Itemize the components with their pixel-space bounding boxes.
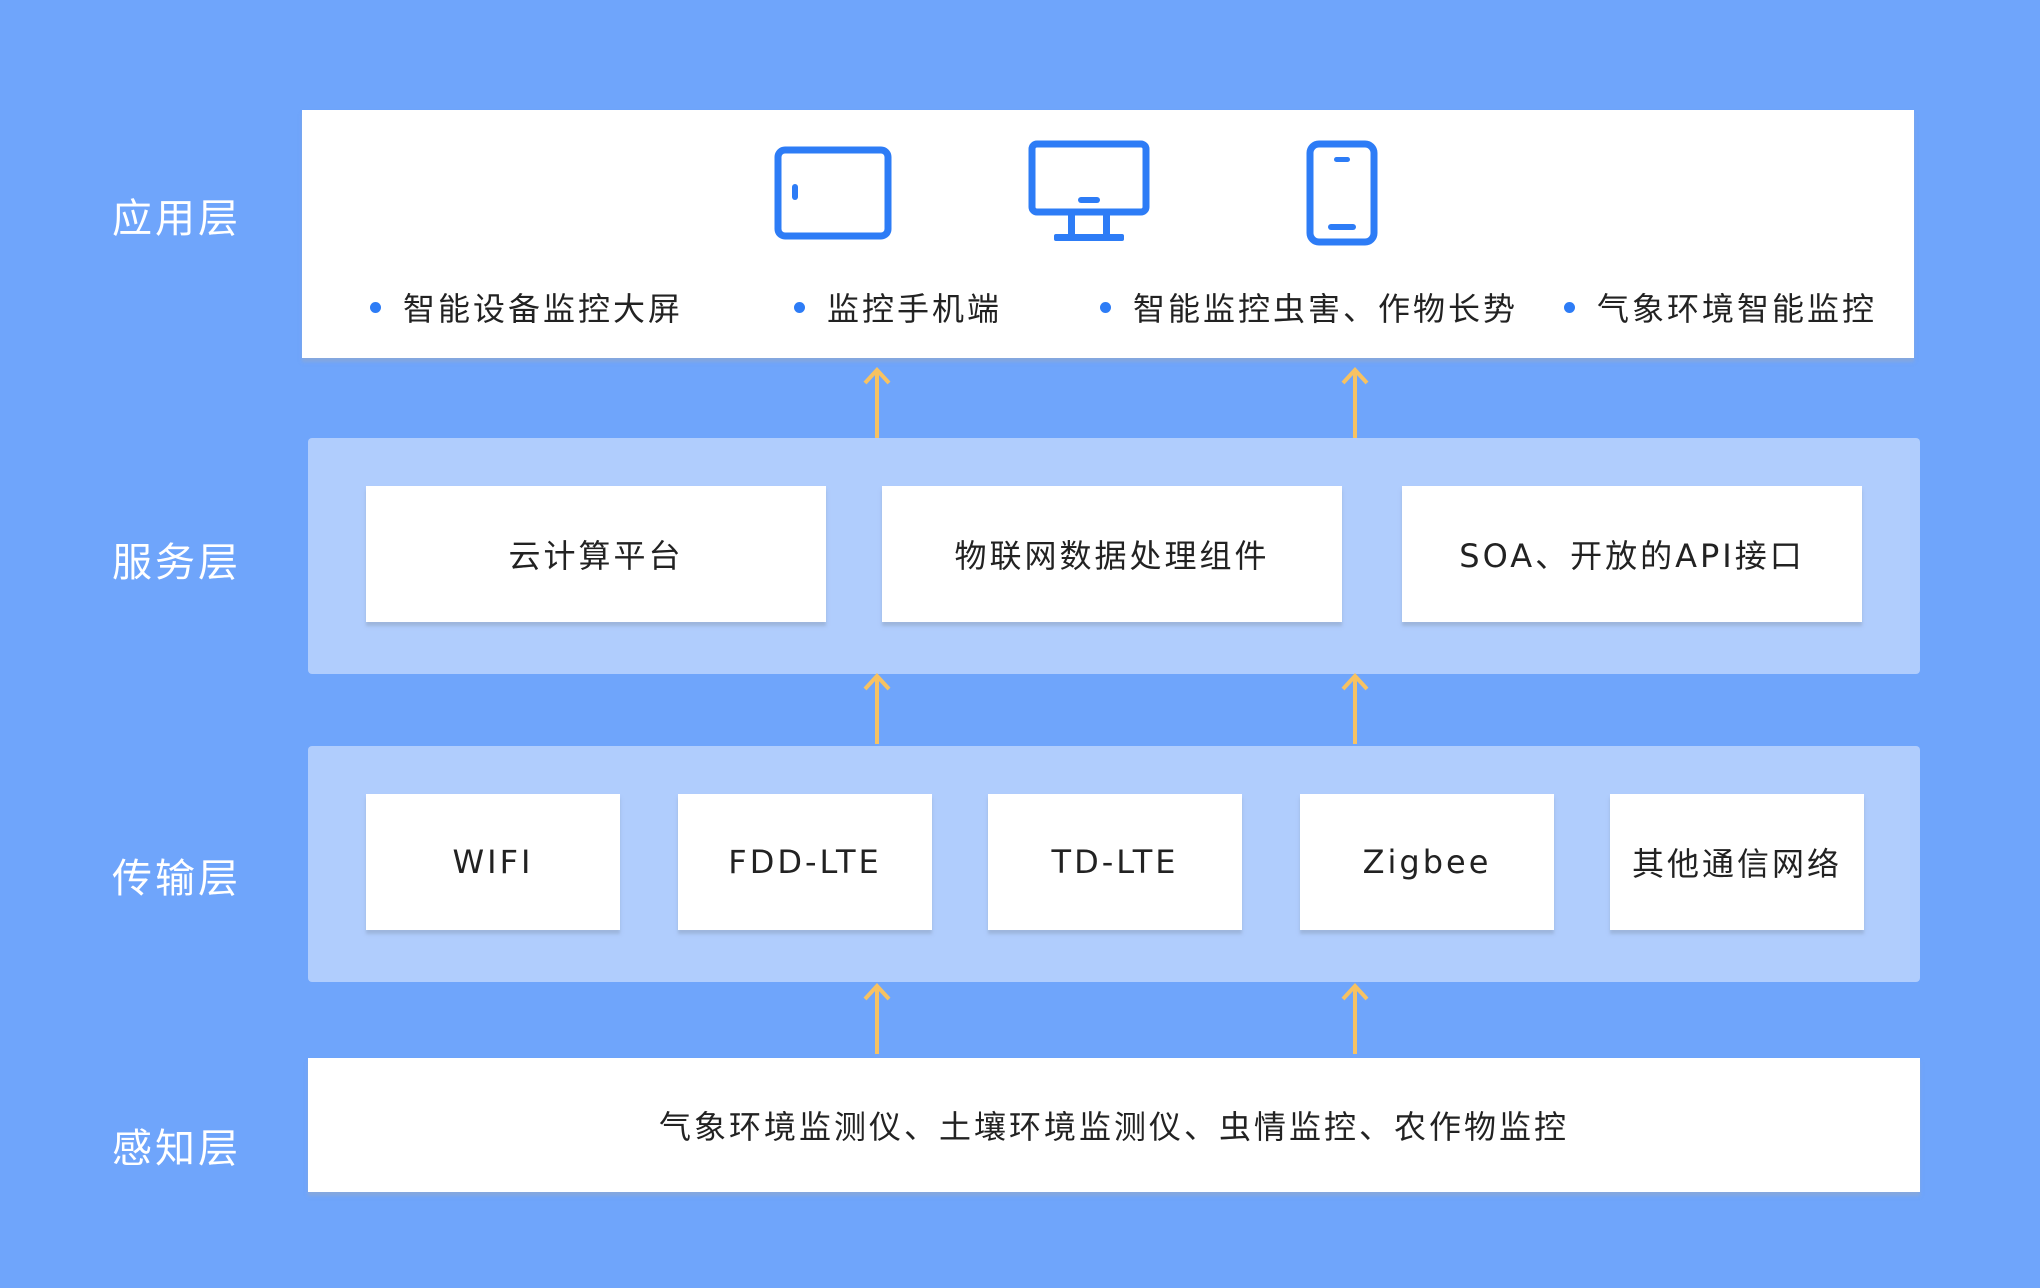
transport-box-fdd-lte: FDD-LTE [678, 794, 932, 930]
application-item-large-screen: 智能设备监控大屏 [370, 284, 683, 330]
application-item-mobile: 监控手机端 [794, 284, 1002, 330]
up-arrow-icon [1341, 673, 1369, 744]
bullet-dot [1564, 301, 1575, 313]
application-item-label: 监控手机端 [827, 290, 1003, 328]
application-item-label: 智能监控虫害、作物长势 [1133, 290, 1519, 328]
application-item-label: 气象环境智能监控 [1597, 290, 1878, 328]
perception-layer-card [308, 1058, 1920, 1192]
up-arrow-icon [863, 673, 891, 744]
up-arrow-icon [1341, 367, 1369, 438]
monitor-icon [1028, 140, 1150, 241]
bullet-dot [794, 301, 805, 313]
up-arrow-icon [863, 983, 891, 1054]
up-arrow-icon [1341, 983, 1369, 1054]
bullet-dot [370, 301, 381, 313]
up-arrow-icon [863, 367, 891, 438]
application-layer-label: 应用层 [112, 196, 241, 242]
tablet-icon [774, 146, 892, 240]
service-box-cloud: 云计算平台 [366, 486, 826, 622]
perception-layer-label: 感知层 [112, 1126, 241, 1172]
application-item-pest-crop: 智能监控虫害、作物长势 [1100, 284, 1518, 330]
transport-box-other: 其他通信网络 [1610, 794, 1864, 930]
service-layer-label: 服务层 [112, 540, 241, 586]
application-item-label: 智能设备监控大屏 [403, 290, 684, 328]
transport-box-td-lte: TD-LTE [988, 794, 1242, 930]
perception-devices-text: 气象环境监测仪、土壤环境监测仪、虫情监控、农作物监控 [658, 1108, 1569, 1146]
service-box-soa-api: SOA、开放的API接口 [1402, 486, 1862, 622]
transport-box-wifi: WIFI [366, 794, 620, 930]
application-item-weather: 气象环境智能监控 [1564, 284, 1877, 330]
phone-icon [1306, 140, 1378, 246]
bullet-dot [1100, 301, 1111, 313]
transport-layer-label: 传输层 [112, 856, 241, 902]
transport-box-zigbee: Zigbee [1300, 794, 1554, 930]
service-box-iot-processing: 物联网数据处理组件 [882, 486, 1342, 622]
